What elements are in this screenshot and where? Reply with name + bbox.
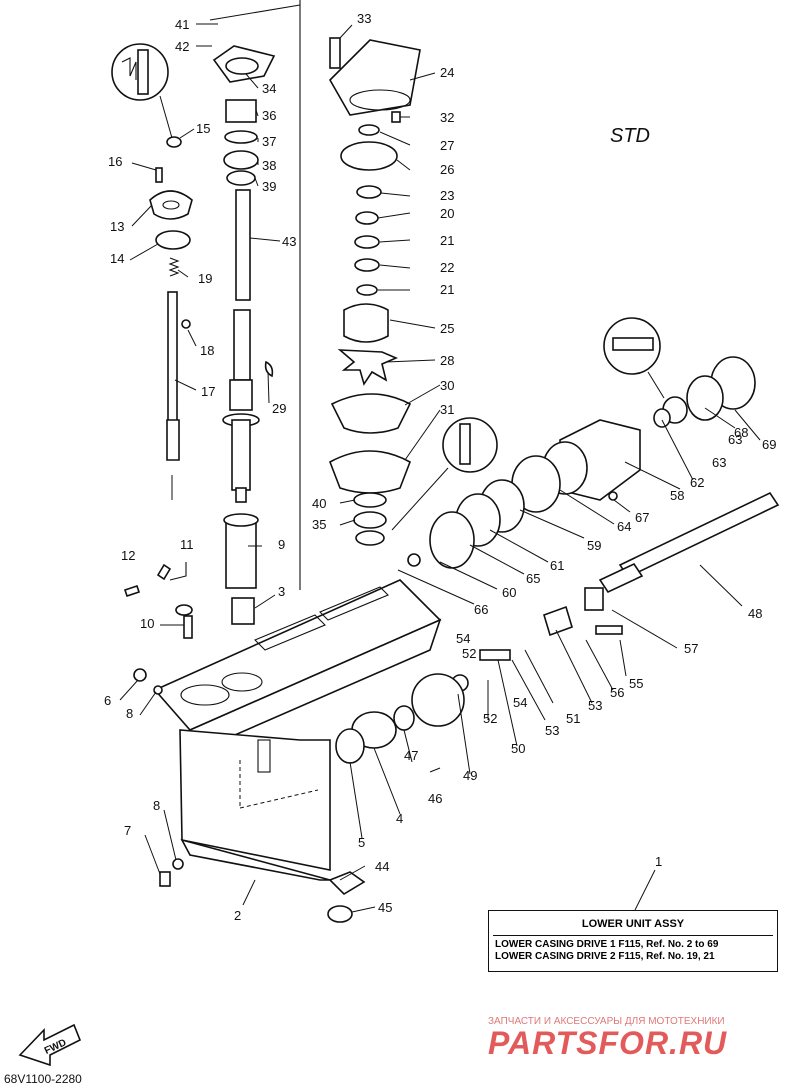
callout-45: 45 [378,900,392,915]
diagram-code: 68V1100-2280 [4,1072,82,1085]
callout-28: 28 [440,353,454,368]
callout-64: 64 [617,519,631,534]
callout-11: 11 [180,537,194,552]
callout-21a: 21 [440,233,454,248]
callout-57: 57 [684,641,698,656]
water-pump-assembly [329,37,421,546]
callout-32: 32 [440,110,454,125]
callout-41: 41 [175,17,189,32]
callout-67: 67 [635,510,649,525]
sleeve-parts [223,513,259,625]
callout-14: 14 [110,251,124,266]
callout-16: 16 [108,154,122,169]
callout-bubble-gc [603,317,665,399]
callout-8b: 8 [153,798,160,813]
callout-63a: 63 [712,455,726,470]
callout-31: 31 [440,402,454,417]
callout-21b: 21 [440,282,454,297]
callout-26: 26 [440,162,454,177]
callout-60: 60 [502,585,516,600]
callout-59: 59 [587,538,601,553]
callout-43: 43 [282,234,296,249]
callout-13: 13 [110,219,124,234]
callout-65: 65 [526,571,540,586]
callout-61: 61 [550,558,564,573]
callout-35: 35 [312,517,326,532]
watermark-tagline: ЗАПЧАСТИ И АКСЕССУАРЫ ДЛЯ МОТОТЕХНИКИ [488,1016,725,1027]
callout-33: 33 [357,11,371,26]
lower-unit-info-box: LOWER UNIT ASSY LOWER CASING DRIVE 1 F11… [488,910,778,972]
callout-54a: 54 [456,631,470,646]
callout-1: 1 [655,854,662,869]
callout-46: 46 [428,791,442,806]
callout-19: 19 [198,271,212,286]
callout-55: 55 [629,676,643,691]
callout-54b: 54 [513,695,527,710]
shift-rod-assembly [111,43,193,500]
callout-51: 51 [566,711,580,726]
callout-2: 2 [234,908,241,923]
callout-numbers: 1 2 3 4 5 6 7 8 8 9 10 11 12 13 14 15 16… [104,11,776,923]
callout-5: 5 [358,835,365,850]
callout-20: 20 [440,206,454,221]
callout-29: 29 [272,401,286,416]
callout-18: 18 [200,343,214,358]
callout-58: 58 [670,488,684,503]
callout-bubble-cc [391,417,498,531]
drive-shaft-assembly [212,45,276,503]
callout-27: 27 [440,138,454,153]
callout-68: 68 [734,425,748,440]
callout-30: 30 [440,378,454,393]
info-box-row-2: LOWER CASING DRIVE 2 F115, Ref. No. 19, … [495,951,715,962]
info-box-title: LOWER UNIT ASSY [581,918,685,930]
callout-47: 47 [404,748,418,763]
callout-62: 62 [690,475,704,490]
fwd-arrow-icon: FWD [18,1023,82,1067]
callout-3: 3 [278,584,285,599]
callout-7: 7 [124,823,131,838]
callout-17: 17 [201,384,215,399]
callout-69: 69 [762,437,776,452]
watermark-brand: PARTSFOR.RU [488,1025,728,1061]
callout-24: 24 [440,65,454,80]
callout-22: 22 [440,260,454,275]
callout-15: 15 [196,121,210,136]
callout-66: 66 [474,602,488,617]
callout-39: 39 [262,179,276,194]
leader-lines [119,23,761,913]
callout-36: 36 [262,108,276,123]
callout-56: 56 [610,685,624,700]
callout-25: 25 [440,321,454,336]
callout-23: 23 [440,188,454,203]
callout-52b: 52 [483,711,497,726]
callout-6: 6 [104,693,111,708]
callout-48: 48 [748,606,762,621]
callout-34: 34 [262,81,276,96]
callout-50: 50 [511,741,525,756]
watermark: ЗАПЧАСТИ И АКСЕССУАРЫ ДЛЯ МОТОТЕХНИКИ PA… [488,1016,788,1062]
lower-casing-housing [153,579,442,881]
callout-9: 9 [278,537,285,552]
callout-10: 10 [140,616,154,631]
callout-12: 12 [121,548,135,563]
callout-53a: 53 [588,698,602,713]
callout-49: 49 [463,768,477,783]
callout-42: 42 [175,39,189,54]
callout-38: 38 [262,158,276,173]
info-box-row-1: LOWER CASING DRIVE 1 F115, Ref. No. 2 to… [495,939,719,950]
callout-4: 4 [396,811,403,826]
callout-63b: 63 [728,432,742,447]
propeller-shaft-assembly [335,356,780,764]
small-hardware [123,491,618,923]
callout-52a: 52 [462,646,476,661]
callout-37: 37 [262,134,276,149]
callout-40: 40 [312,496,326,511]
callout-53b: 53 [545,723,559,738]
callout-44: 44 [375,859,389,874]
callout-8a: 8 [126,706,133,721]
frame-line-top [209,4,301,21]
variant-label: STD [610,125,650,147]
